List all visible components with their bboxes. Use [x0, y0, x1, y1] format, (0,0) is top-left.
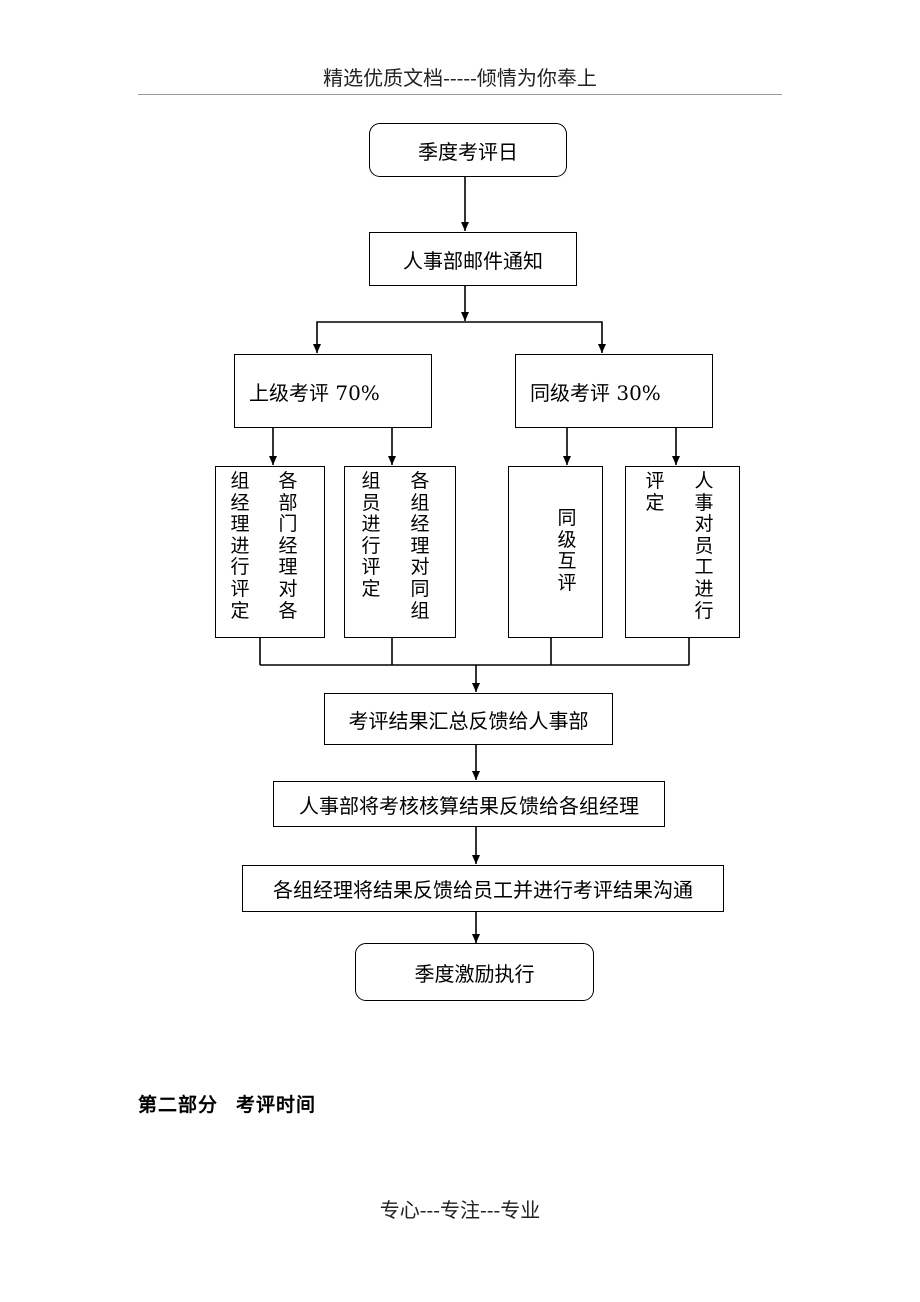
- summary-node: 考评结果汇总反馈给人事部: [324, 693, 613, 745]
- sub-node-department-managers: [215, 466, 325, 638]
- section-number: 第二部分: [138, 1094, 219, 1116]
- sub4-col-left: 评定: [645, 470, 665, 514]
- page-footer: 专心---专注---专业: [379, 1198, 541, 1222]
- section-heading: 第二部分考评时间: [138, 1090, 316, 1117]
- arrow-to-peer: [465, 321, 606, 353]
- notify-node: 人事部邮件通知: [369, 232, 577, 286]
- sub4-col-right: 人事对员工进行: [694, 470, 714, 622]
- header-rule: [138, 94, 782, 95]
- summary-label: 考评结果汇总反馈给人事部: [348, 708, 589, 733]
- sub3-col: 同级互评: [557, 507, 577, 594]
- flowchart-connectors: [259, 177, 690, 943]
- start-node-label: 季度考评日: [418, 139, 518, 164]
- peer-review-node: 同级考评 30%: [515, 354, 713, 428]
- sub-node-hr-review: [625, 466, 740, 638]
- feedback-managers-node: 人事部将考核核算结果反馈给各组经理: [273, 781, 665, 827]
- feedback-managers-label: 人事部将考核核算结果反馈给各组经理: [299, 793, 639, 818]
- sub2-col-left: 组员进行评定: [361, 470, 381, 600]
- sub1-col-left: 组经理进行评定: [230, 470, 250, 622]
- notify-node-label: 人事部邮件通知: [403, 248, 543, 273]
- end-node: 季度激励执行: [355, 943, 594, 1001]
- feedback-staff-node: 各组经理将结果反馈给员工并进行考评结果沟通: [242, 865, 724, 912]
- end-node-label: 季度激励执行: [414, 961, 535, 986]
- arrow-to-superior: [313, 321, 465, 353]
- sub-node-peer-review: [508, 466, 603, 638]
- peer-review-label: 同级考评 30%: [530, 380, 661, 405]
- sub2-col-right: 各组经理对同组: [410, 470, 430, 622]
- section-title: 考评时间: [236, 1094, 317, 1116]
- sub-node-group-managers: [344, 466, 456, 638]
- start-node: 季度考评日: [369, 123, 567, 177]
- page-header: 精选优质文档-----倾情为你奉上: [323, 66, 597, 90]
- superior-review-label: 上级考评 70%: [249, 380, 380, 405]
- superior-review-node: 上级考评 70%: [234, 354, 432, 428]
- sub1-col-right: 各部门经理对各: [278, 470, 298, 622]
- feedback-staff-label: 各组经理将结果反馈给员工并进行考评结果沟通: [273, 878, 693, 902]
